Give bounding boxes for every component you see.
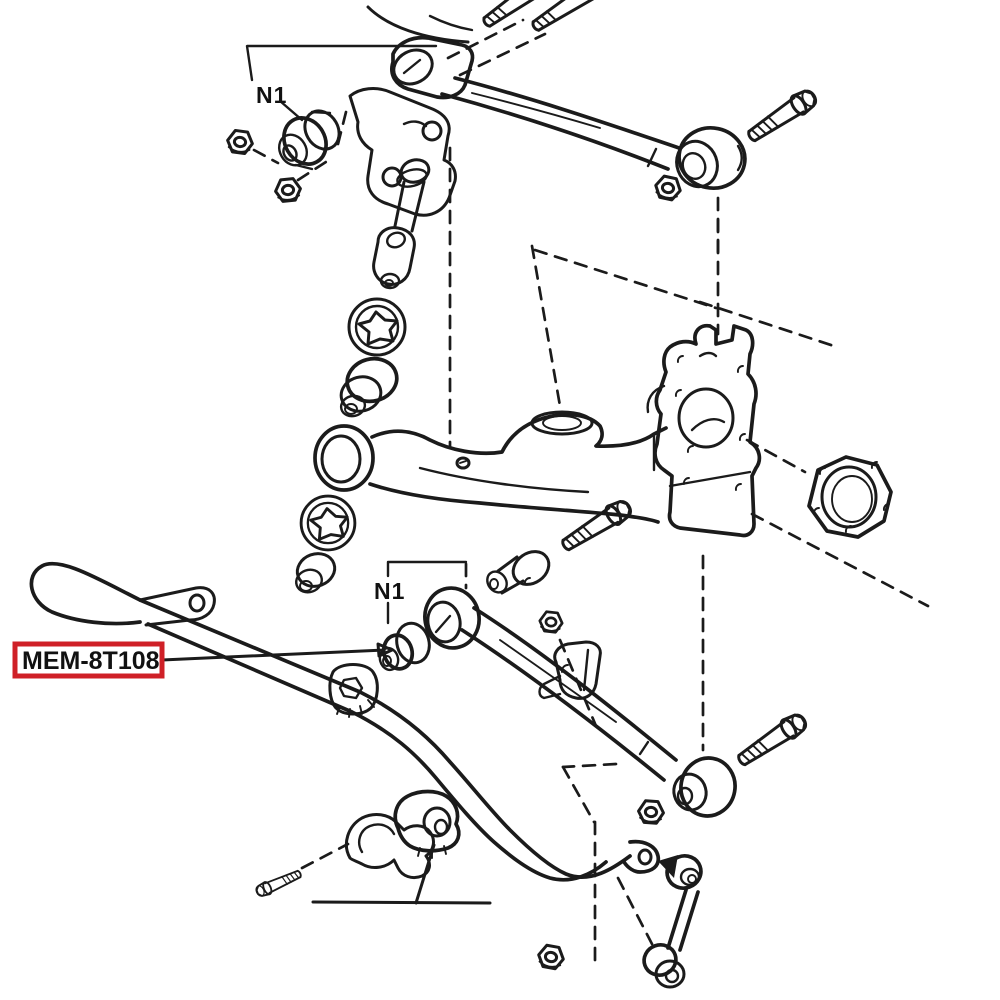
strut-rod-nut-icon bbox=[652, 173, 684, 203]
clamp-bolt-icon bbox=[253, 866, 304, 900]
axle-carrier-knuckle bbox=[646, 323, 762, 538]
stabilizer-link bbox=[642, 854, 703, 989]
arm-cushion-upper bbox=[339, 356, 399, 418]
part-annotation: MEM-8T108 bbox=[12, 641, 492, 905]
pivot-spacer-sleeve bbox=[486, 550, 551, 595]
lower-n1-callout: N1 bbox=[374, 560, 468, 625]
lower-arm-end-bushing bbox=[672, 756, 737, 818]
strut-rod-bolt-icon bbox=[742, 84, 822, 148]
stabilizer-bushing-block bbox=[393, 789, 461, 859]
lower-n1-label: N1 bbox=[374, 578, 405, 604]
lower-arm-bushing bbox=[378, 621, 431, 672]
lower-arm-end-nut-icon bbox=[636, 798, 666, 826]
upper-control-arm bbox=[313, 410, 752, 524]
annotation-underline bbox=[311, 900, 492, 905]
camber-adjust-ring bbox=[807, 455, 893, 539]
upper-nut-guide-dash2 bbox=[296, 156, 334, 182]
annotation-leader-tip bbox=[376, 642, 394, 658]
toothed-washer-mid-icon bbox=[299, 494, 357, 552]
upper-mount-guide-dashes bbox=[446, 18, 547, 77]
arm-cushion-mid bbox=[295, 552, 337, 594]
upper-bushing-nut-icon bbox=[224, 128, 256, 156]
strut-rod bbox=[390, 35, 681, 171]
clamp-bolt-guide-dash bbox=[300, 842, 350, 870]
lower-arm-nut-icon bbox=[537, 609, 565, 635]
strut-rod-bushing bbox=[675, 126, 747, 190]
link-nut-icon bbox=[535, 942, 567, 972]
stabilizer-clamp-bracket bbox=[345, 813, 435, 880]
annotation-leader-lower bbox=[414, 843, 436, 905]
lower-control-arm bbox=[423, 586, 678, 782]
member-bracket-plate bbox=[334, 87, 457, 217]
part-label-text: MEM-8T108 bbox=[22, 647, 160, 675]
toothed-washer-upper-icon bbox=[347, 297, 407, 357]
arm-pivot-bolt-icon bbox=[557, 494, 637, 557]
stabilizer-bar bbox=[29, 561, 661, 882]
body-frame-outline bbox=[366, 5, 474, 44]
upper-n1-callout: N1 bbox=[245, 44, 438, 122]
annotation-leader-main bbox=[160, 648, 386, 662]
upper-bushing-nut2-icon bbox=[272, 176, 304, 204]
part-label-box bbox=[12, 641, 165, 679]
lower-guide-dashes bbox=[558, 638, 654, 964]
assembly-guide-dashes bbox=[530, 218, 930, 752]
toothed-washer-lower bbox=[328, 663, 379, 718]
upper-n1-label: N1 bbox=[256, 82, 287, 108]
member-bolt bbox=[393, 158, 431, 233]
upper-nut-guide-dash1 bbox=[252, 148, 280, 165]
cushion-retainer bbox=[372, 226, 416, 290]
upper-mount-bolt-right-icon bbox=[527, 0, 606, 37]
lower-arm-bolt-icon bbox=[732, 708, 812, 772]
upper-arm-bushing bbox=[277, 109, 341, 171]
